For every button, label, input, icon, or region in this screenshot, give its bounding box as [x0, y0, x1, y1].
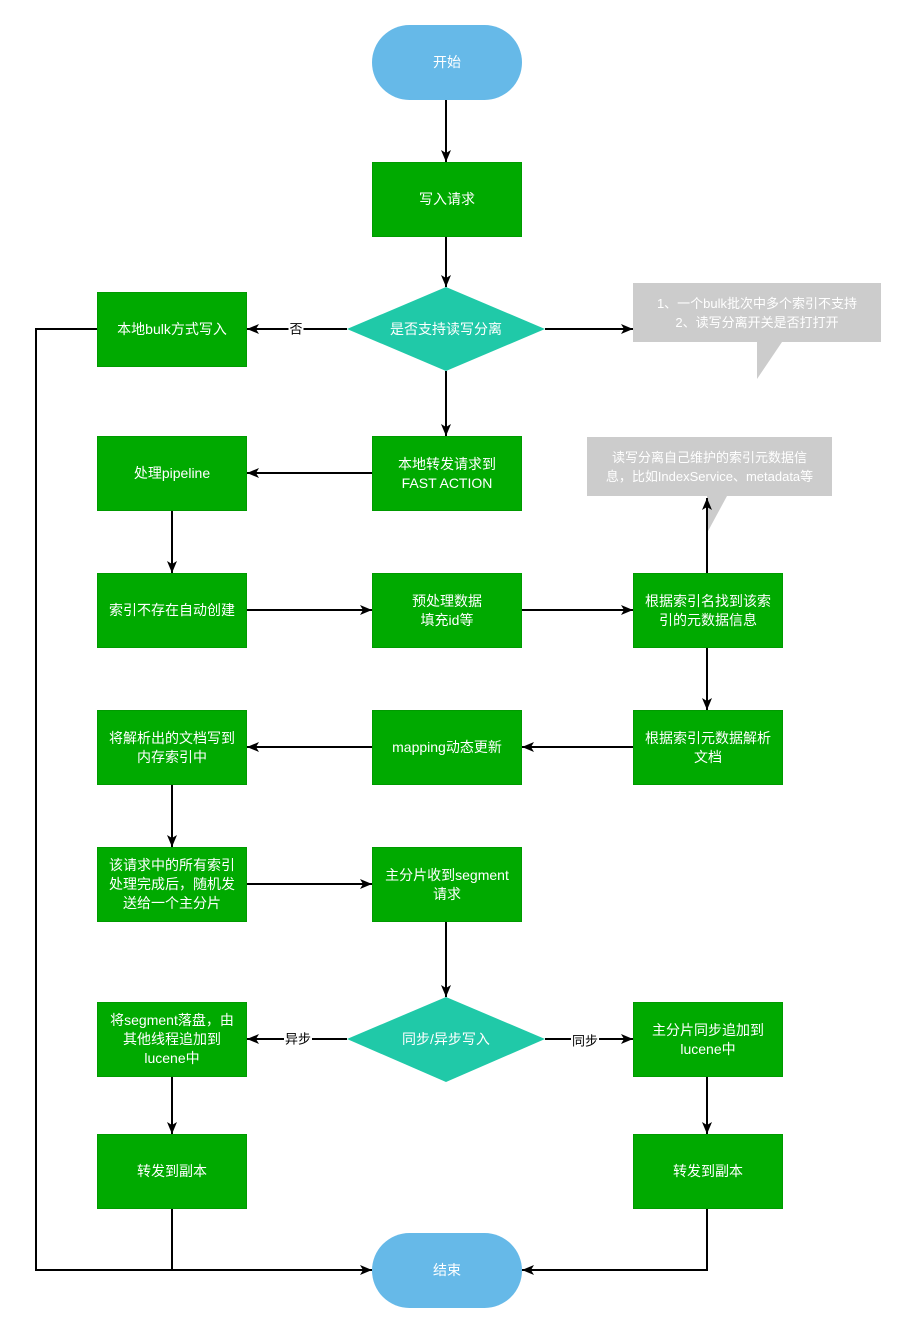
send-to-primary-box: 该请求中的所有索引 处理完成后，随机发 送给一个主分片: [97, 847, 247, 922]
replicate-right-label: 转发到副本: [673, 1163, 743, 1179]
edge-label-sync: 同步: [570, 1033, 600, 1049]
rw-split-note-text: 1、一个bulk批次中多个索引不支持 2、读写分离开关是否打打开: [633, 283, 881, 342]
metadata-note-callout: [587, 437, 832, 533]
async-flush-segment-box: 将segment落盘，由 其他线程追加到 lucene中: [97, 1002, 247, 1077]
find-index-metadata-line-1: 根据索引名找到该索: [645, 592, 771, 609]
primary-receive-segment-line-1: 主分片收到segment: [385, 866, 509, 883]
primary-receive-segment-box: 主分片收到segment 请求: [372, 847, 522, 922]
find-index-metadata-box: 根据索引名找到该索 引的元数据信息: [633, 573, 783, 648]
write-memory-index-line-2: 内存索引中: [137, 748, 207, 765]
process-pipeline-box: 处理pipeline: [97, 436, 247, 511]
async-flush-segment-line-2: 其他线程追加到: [123, 1031, 221, 1047]
mapping-update-box: mapping动态更新: [372, 710, 522, 785]
send-to-primary-line-1: 该请求中的所有索引: [109, 857, 235, 873]
local-bulk-write-box: 本地bulk方式写入: [97, 292, 247, 367]
write-memory-index-box: 将解析出的文档写到 内存索引中: [97, 710, 247, 785]
rw-split-decision-text: 是否支持读写分离: [347, 287, 545, 371]
sync-append-lucene-line-1: 主分片同步追加到: [652, 1021, 764, 1038]
forward-fast-action-line-1: 本地转发请求到: [398, 455, 496, 472]
end-label: 结束: [433, 1262, 461, 1278]
primary-receive-segment-line-2: 请求: [433, 885, 461, 902]
forward-fast-action-line-2: FAST ACTION: [401, 474, 493, 491]
end-terminal: 结束: [372, 1233, 522, 1308]
rw-split-note-line-1: 1、一个bulk批次中多个索引不支持: [656, 295, 858, 311]
edge-local-bulk-to-end: [35, 328, 372, 1275]
mapping-update-label: mapping动态更新: [392, 739, 502, 755]
start-label: 开始: [433, 54, 461, 70]
async-flush-segment-line-3: lucene中: [144, 1050, 200, 1066]
sync-append-lucene-box: 主分片同步追加到 lucene中: [633, 1002, 783, 1077]
start-terminal: 开始: [372, 25, 522, 100]
parse-document-box: 根据索引元数据解析 文档: [633, 710, 783, 785]
forward-fast-action-box: 本地转发请求到 FAST ACTION: [372, 436, 522, 511]
metadata-note-line-2: 息，比如IndexService、metadata等: [605, 468, 814, 484]
rw-split-note-line-2: 2、读写分离开关是否打打开: [675, 314, 839, 330]
find-index-metadata-line-2: 引的元数据信息: [659, 611, 757, 628]
send-to-primary-line-3: 送给一个主分片: [123, 895, 221, 911]
rw-split-decision-diamond: [347, 287, 545, 371]
write-memory-index-line-1: 将解析出的文档写到: [109, 729, 235, 746]
preprocess-data-line-2: 填充id等: [420, 611, 474, 628]
sync-async-decision-label: 同步/异步写入: [402, 1031, 490, 1047]
replicate-left-label: 转发到副本: [137, 1163, 207, 1179]
rw-split-decision-label: 是否支持读写分离: [390, 320, 502, 337]
replicate-left-box: 转发到副本: [97, 1134, 247, 1209]
rw-split-note-callout: [633, 283, 881, 379]
process-pipeline-label: 处理pipeline: [133, 465, 211, 481]
metadata-note-text: 读写分离自己维护的索引元数据信 息，比如IndexService、metadat…: [587, 437, 832, 496]
write-request-box: 写入请求: [372, 162, 522, 237]
auto-create-index-label: 索引不存在自动创建: [109, 602, 235, 618]
send-to-primary-line-2: 处理完成后，随机发: [109, 876, 235, 892]
sync-async-decision-text: 同步/异步写入: [347, 997, 545, 1082]
edge-label-async: 异步: [283, 1031, 313, 1047]
edge-replicate-right-to-end: [522, 1209, 708, 1275]
auto-create-index-box: 索引不存在自动创建: [97, 573, 247, 648]
edge-label-no: 否: [288, 321, 304, 337]
metadata-note-line-1: 读写分离自己维护的索引元数据信: [611, 449, 807, 465]
write-request-label: 写入请求: [419, 191, 475, 207]
async-flush-segment-line-1: 将segment落盘，由: [110, 1012, 234, 1028]
replicate-right-box: 转发到副本: [633, 1134, 783, 1209]
preprocess-data-line-1: 预处理数据: [412, 592, 482, 609]
parse-document-line-1: 根据索引元数据解析: [645, 729, 771, 746]
preprocess-data-box: 预处理数据 填充id等: [372, 573, 522, 648]
parse-document-line-2: 文档: [694, 748, 722, 765]
local-bulk-write-label: 本地bulk方式写入: [117, 321, 227, 337]
sync-append-lucene-line-2: lucene中: [680, 1040, 736, 1057]
sync-async-decision-diamond: [347, 997, 545, 1082]
